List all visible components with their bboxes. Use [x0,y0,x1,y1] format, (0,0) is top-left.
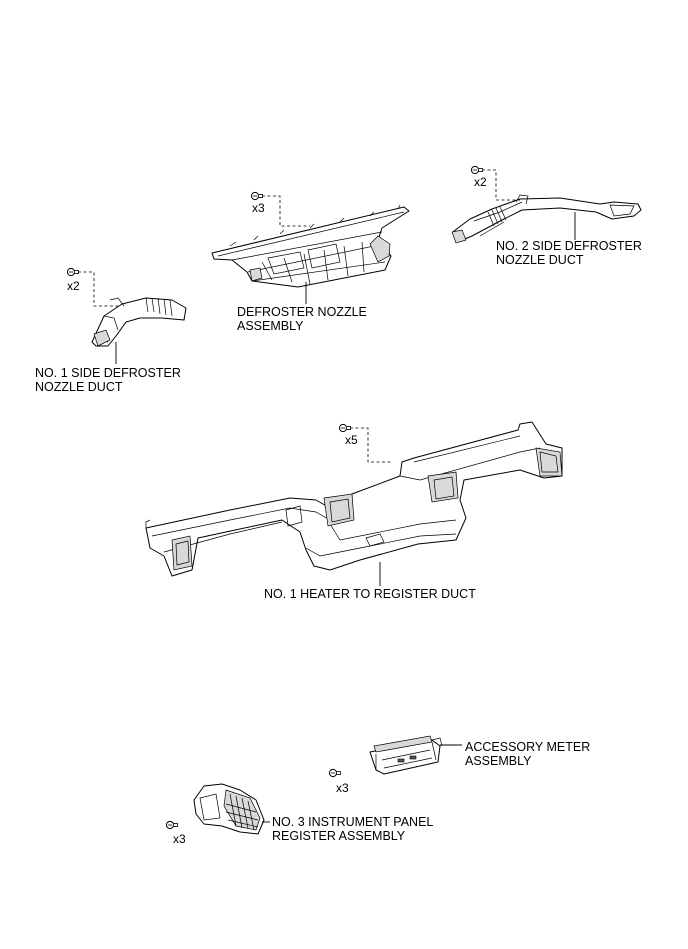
defroster-nozzle-assembly [211,204,410,288]
screw-icon [338,423,352,433]
screw-icon [165,820,179,830]
no2-side-duct-label-line2: NOZZLE DUCT [496,253,584,267]
no3-register-label-line2: REGISTER ASSEMBLY [272,829,406,843]
no1-side-duct-label-line2: NOZZLE DUCT [35,380,123,394]
defroster-nozzle-qty: x3 [252,201,265,215]
defroster-nozzle-label-line2: ASSEMBLY [237,319,304,333]
screw-icon [328,768,342,778]
no3-register-qty: x3 [173,832,186,846]
screw-icon [470,165,484,175]
screw-icon [66,267,80,277]
heater-register-duct-label: NO. 1 HEATER TO REGISTER DUCT [264,587,476,601]
accessory-meter-qty: x3 [336,781,349,795]
screw-icon [250,191,264,201]
accessory-meter-assembly [369,735,443,775]
no2-side-defroster-nozzle-duct [451,194,642,244]
accessory-meter-label-line2: ASSEMBLY [465,754,532,768]
no2-side-duct-label-line1: NO. 2 SIDE DEFROSTER [496,239,642,253]
no1-side-defroster-nozzle-duct [91,297,187,347]
no3-instrument-panel-register-assembly [193,783,265,835]
no1-side-duct-label-line1: NO. 1 SIDE DEFROSTER [35,366,181,380]
no2-side-duct-qty: x2 [474,175,487,189]
heater-register-duct-qty: x5 [345,433,358,447]
defroster-nozzle-label-line1: DEFROSTER NOZZLE [237,305,367,319]
accessory-meter-label-line1: ACCESSORY METER [465,740,591,754]
no1-side-duct-qty: x2 [67,279,80,293]
no1-heater-to-register-duct [145,421,563,577]
no3-register-label-line1: NO. 3 INSTRUMENT PANEL [272,815,434,829]
